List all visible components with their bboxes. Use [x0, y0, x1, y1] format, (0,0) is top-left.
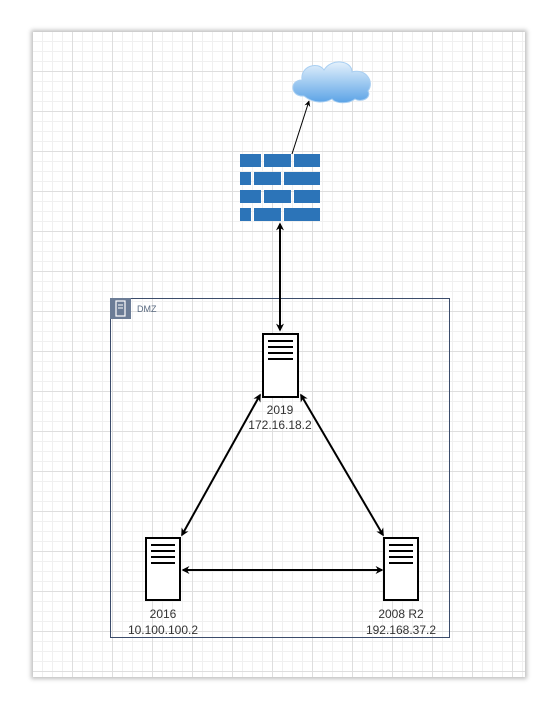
server-name: 2019: [267, 403, 294, 417]
firewall-icon[interactable]: [240, 154, 320, 221]
server-2008-r2[interactable]: 2008 R2 192.168.37.2: [366, 537, 436, 637]
group-label: DMZ: [137, 304, 157, 314]
server-name: 2016: [150, 607, 177, 621]
2019-to-2016-connector[interactable]: [181, 393, 261, 537]
server-icon: [145, 537, 181, 601]
server-icon: [262, 333, 299, 398]
server-ip: 10.100.100.2: [128, 623, 198, 637]
server-icon: [383, 537, 419, 601]
2019-to-2008-connector[interactable]: [300, 393, 384, 537]
cloud-icon[interactable]: [292, 61, 371, 104]
server-2016[interactable]: 2016 10.100.100.2: [128, 537, 198, 637]
server-name: 2008 R2: [378, 607, 424, 621]
server-2019[interactable]: 2019 172.16.18.2: [248, 333, 312, 432]
server-ip: 192.168.37.2: [366, 623, 436, 637]
server-ip: 172.16.18.2: [248, 418, 312, 432]
server-rack-icon: [110, 298, 131, 319]
firewall-to-cloud-connector[interactable]: [291, 100, 311, 155]
